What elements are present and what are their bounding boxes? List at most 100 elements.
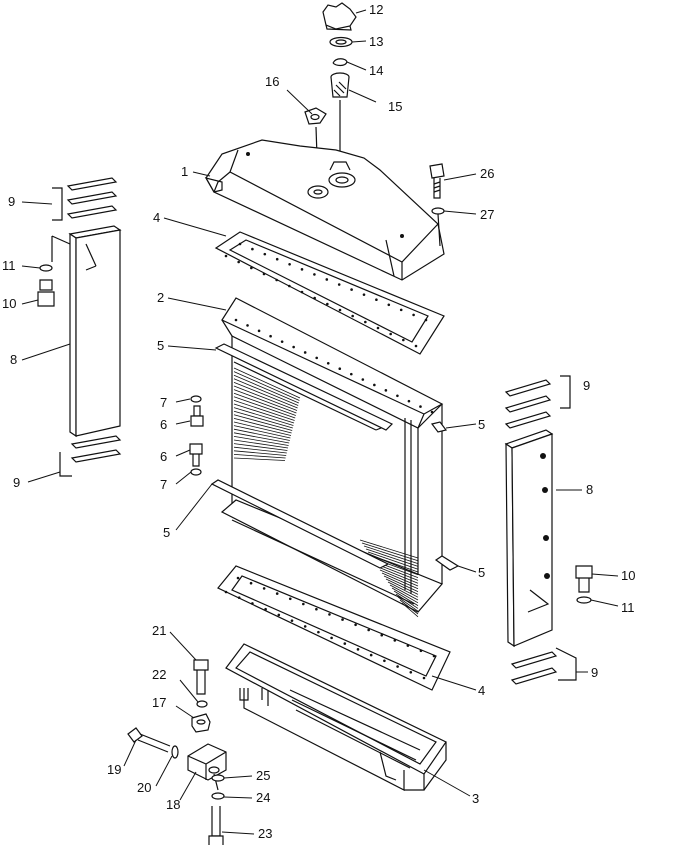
gasket-bolt-hole [251, 602, 254, 605]
core-bolt-hole [349, 372, 353, 376]
core-fin [361, 542, 419, 562]
core-fin [401, 602, 419, 618]
part-15-filler-neck [330, 72, 350, 162]
part-5-seal-upper-right [430, 421, 448, 433]
leader-lines [21, 9, 619, 835]
callout-25: 25 [256, 768, 270, 783]
part-20-washer [171, 745, 179, 759]
callout-5: 5 [163, 525, 170, 540]
gasket-bolt-hole [341, 618, 344, 621]
core-fin [233, 385, 298, 411]
part-10-bolt-left [37, 279, 55, 307]
core-fin [233, 436, 289, 446]
core-fin [233, 389, 297, 414]
core-fin [233, 403, 295, 424]
gasket-bolt-hole [237, 596, 241, 600]
callout-9: 9 [583, 378, 590, 393]
gasket-bolt-hole [396, 665, 399, 668]
callout-20: 20 [137, 780, 151, 795]
callout-7: 7 [160, 395, 167, 410]
core-fin [387, 581, 419, 598]
gasket-bolt-hole [288, 262, 291, 266]
part-13-gasket [329, 36, 353, 48]
callout-9: 9 [13, 475, 20, 490]
core-fin [363, 545, 419, 564]
part-8-side-plate-left [51, 225, 122, 438]
part-5-seal-lower-left [210, 479, 390, 569]
gasket-bolt-hole [351, 314, 354, 318]
callout-7: 7 [160, 477, 167, 492]
core-bolt-hole [315, 356, 319, 360]
callout-27: 27 [480, 207, 494, 222]
callout-9: 9 [591, 665, 598, 680]
callout-23: 23 [258, 826, 272, 841]
part-7-washer-lower [190, 468, 202, 476]
core-fin [381, 572, 419, 590]
core-fin [233, 371, 300, 401]
part-26-bolt [429, 163, 445, 199]
gasket-bolt-hole [288, 284, 291, 288]
gasket-bolt-hole [313, 296, 316, 300]
core-fin [233, 446, 287, 454]
core-fin [399, 599, 419, 615]
part-27-washer [431, 207, 445, 247]
part-9-clips-right-bottom [510, 647, 577, 685]
callout-12: 12 [369, 2, 383, 17]
core-fin [383, 575, 419, 592]
gasket-bolt-hole [236, 576, 240, 580]
gasket-bolt-hole [277, 613, 281, 617]
part-19-bolt [127, 727, 171, 753]
gasket-bolt-hole [317, 630, 320, 634]
gasket-bolt-hole [300, 290, 304, 294]
gasket-bolt-hole [288, 597, 292, 601]
gasket-bolt-hole [237, 260, 240, 264]
gasket-bolt-hole [409, 670, 413, 674]
core-fin [365, 548, 419, 567]
gasket-bolt-hole [290, 619, 294, 622]
callout-11: 11 [2, 258, 16, 273]
part-5-seal-lower-right [434, 555, 460, 571]
callout-18: 18 [166, 797, 180, 812]
core-bolt-hole [246, 324, 249, 327]
core-fin [233, 432, 290, 444]
core-bolt-hole [269, 334, 272, 338]
core-fin [397, 596, 419, 612]
gasket-bolt-hole [325, 278, 329, 281]
gasket-bolt-hole [387, 303, 391, 307]
part-11-washer-right [576, 596, 592, 604]
gasket-bolt-hole [350, 288, 353, 291]
part-18-bracket [187, 743, 227, 791]
gasket-bolt-hole [275, 592, 279, 595]
callout-19: 19 [107, 762, 121, 777]
callout-10: 10 [2, 296, 16, 311]
gasket-bolt-hole [330, 636, 333, 640]
gasket-bolt-hole [419, 649, 423, 653]
core-fin [233, 400, 295, 421]
core-fin [233, 418, 292, 434]
callout-5: 5 [478, 565, 485, 580]
gasket-bolt-hole [412, 313, 415, 317]
part-2-radiator-core [220, 297, 444, 618]
core-fin [233, 392, 296, 416]
gasket-bolt-hole [383, 659, 386, 663]
callout-6: 6 [160, 417, 167, 432]
gasket-bolt-hole [238, 242, 242, 246]
callout-2: 2 [157, 290, 164, 305]
callout-8: 8 [586, 482, 593, 497]
core-fin [369, 554, 419, 573]
callout-22: 22 [152, 667, 166, 682]
part-10-bolt-right [575, 565, 593, 593]
gasket-bolt-hole [303, 625, 307, 628]
part-21-bolt [193, 659, 209, 695]
core-fin [233, 407, 294, 426]
callout-4: 4 [153, 210, 160, 225]
gasket-bolt-hole [263, 252, 267, 256]
callout-8: 8 [10, 352, 17, 367]
gasket-bolt-hole [375, 298, 378, 302]
core-fin [393, 590, 419, 606]
callout-15: 15 [388, 99, 402, 114]
callout-9: 9 [8, 194, 15, 209]
gasket-bolt-hole [406, 644, 410, 647]
part-22-washer [196, 700, 208, 708]
core-bolt-hole [430, 410, 434, 414]
